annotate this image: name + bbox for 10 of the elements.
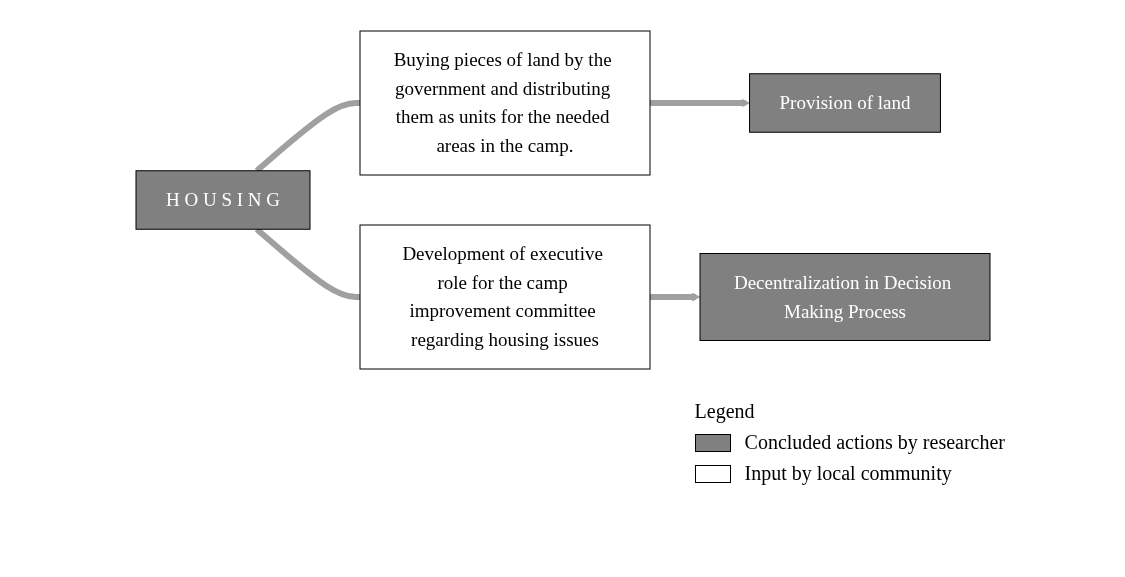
legend-text: Concluded actions by researcher (744, 431, 1005, 454)
node-box: H O U S I N G (135, 170, 310, 230)
legend-text: Input by local community (744, 462, 952, 485)
arrow (649, 98, 750, 108)
node-box: Buying pieces of land by the government and distributing them as units for the needed areas in the camp. (359, 30, 650, 176)
arrow (649, 292, 700, 302)
node-box: Provision of land (748, 73, 941, 133)
node-box: Decentralization in Decision Making Process (699, 253, 990, 341)
legend-title: Legend (694, 400, 755, 423)
node-box: Development of executive role for the camp improvement committee regarding housing issues (359, 224, 650, 370)
